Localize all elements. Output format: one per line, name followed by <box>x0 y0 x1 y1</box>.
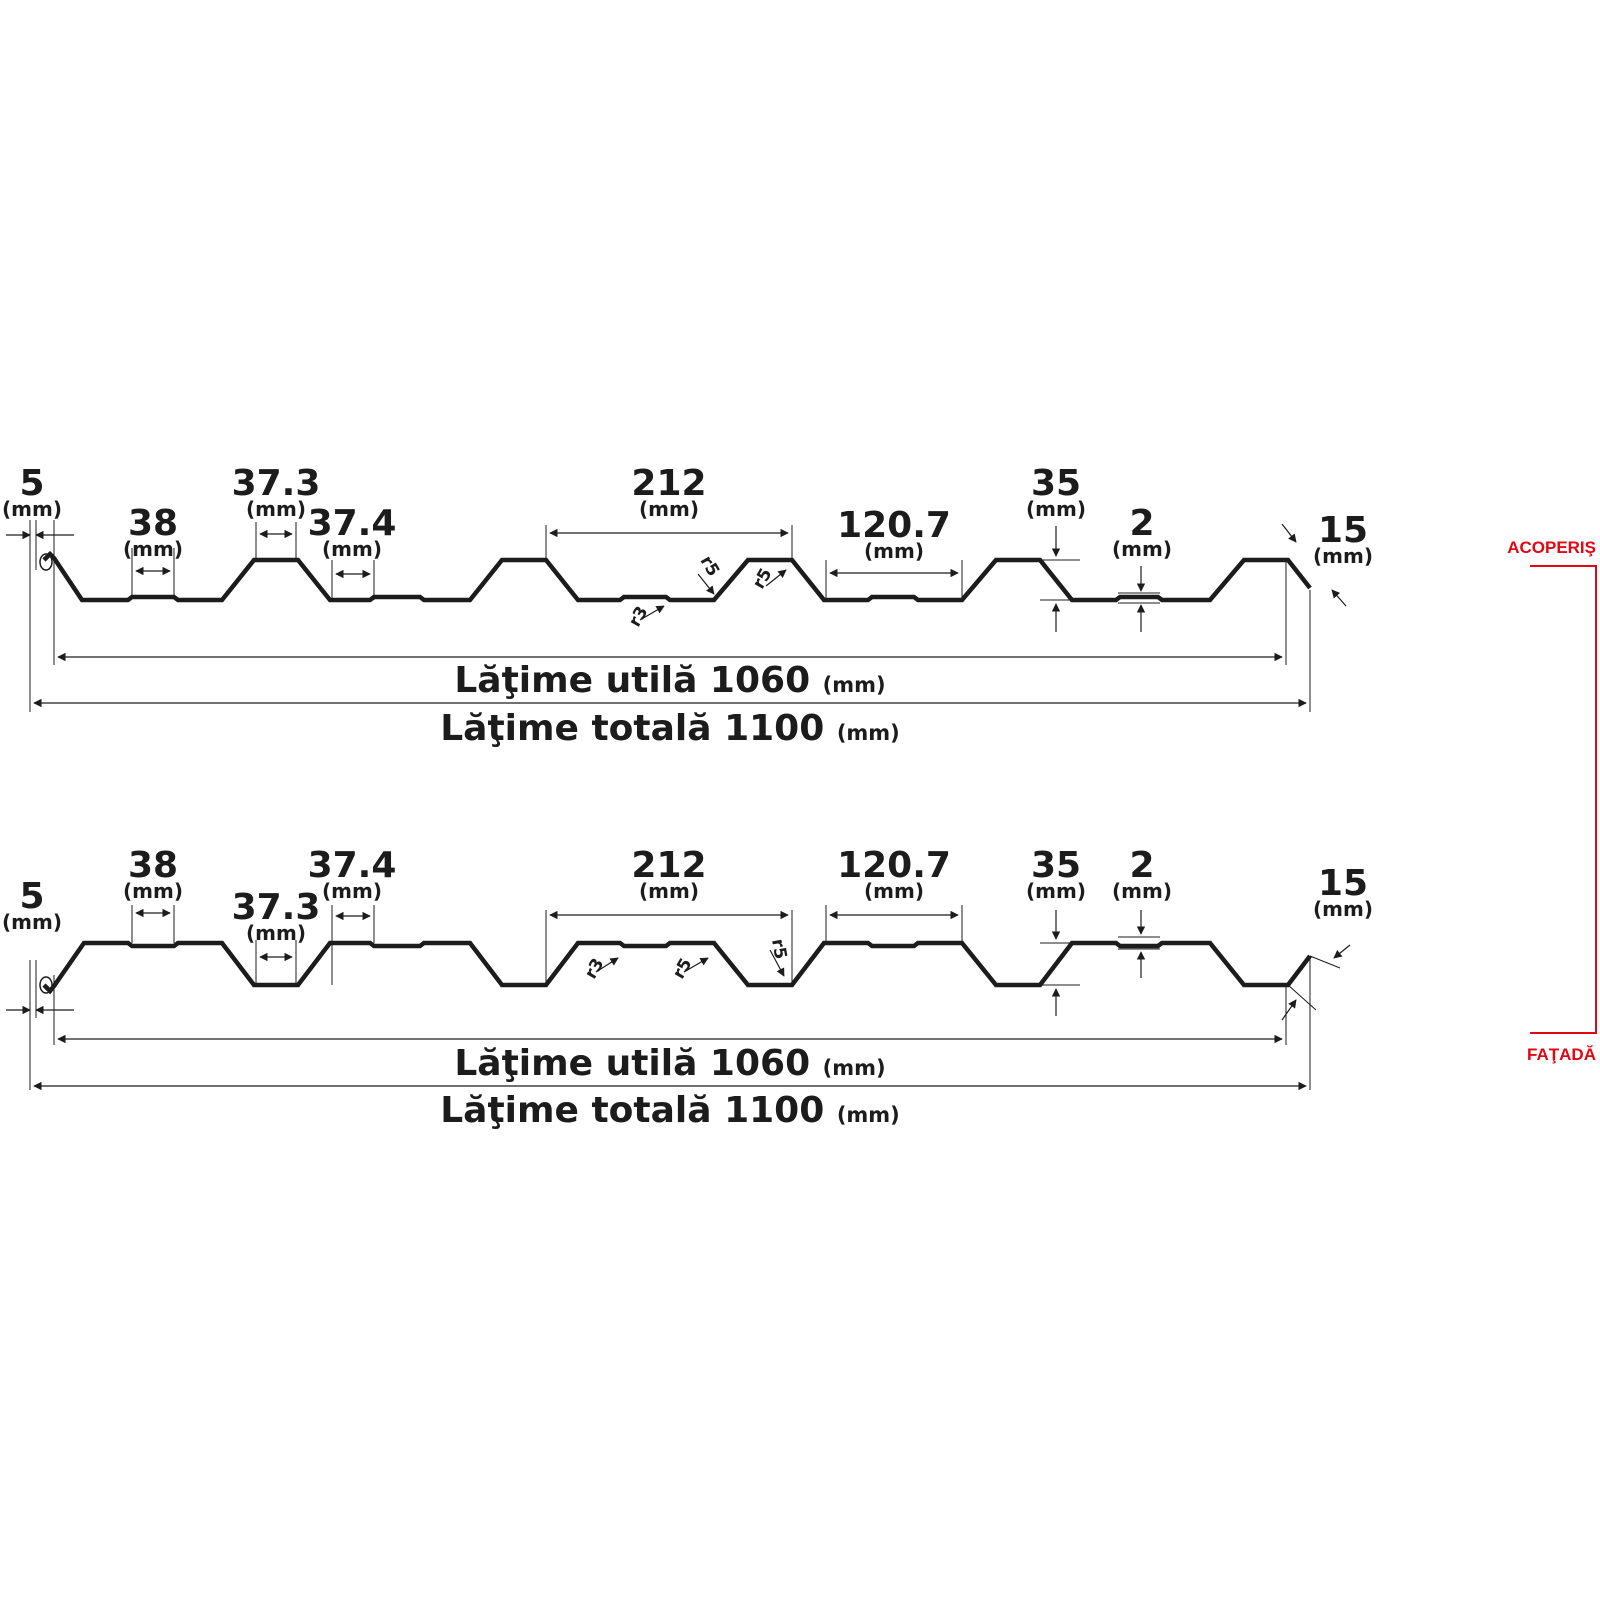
roof-radius-r3: r3 <box>625 603 652 631</box>
facade-dim-2: 2 <box>1129 845 1154 886</box>
overlap-detail-icon <box>39 553 53 571</box>
roof-dim-15: 15 <box>1318 510 1368 551</box>
facade-dim-37-4: 37.4 <box>308 845 397 886</box>
facade-dim-5: 5 <box>19 876 44 917</box>
facade-unit-38: (mm) <box>123 879 183 903</box>
roof-radius-r5-b: r5 <box>749 565 776 593</box>
roof-dim-120-7: 120.7 <box>837 505 951 546</box>
facade-total-width-label: Lăţime totală 1100 (mm) <box>440 1090 900 1131</box>
roof-unit-120-7: (mm) <box>864 539 924 563</box>
facade-radius-r5-b: r5 <box>767 937 790 960</box>
roof-unit-38: (mm) <box>123 537 183 561</box>
facade-unit-37-3: (mm) <box>246 921 306 945</box>
roof-unit-37-3: (mm) <box>246 497 306 521</box>
facade-dim-212: 212 <box>631 845 706 886</box>
red-bracket-line <box>1530 565 1597 1034</box>
roof-dim-37-4: 37.4 <box>308 503 397 544</box>
facade-unit-120-7: (mm) <box>864 879 924 903</box>
facade-dim-37-3: 37.3 <box>232 887 321 928</box>
roof-unit-2: (mm) <box>1112 537 1172 561</box>
label-acoperis: ACOPERIŞ <box>1507 538 1596 557</box>
facade-dim-38: 38 <box>128 845 178 886</box>
facade-radius-r3: r3 <box>581 955 608 983</box>
facade-profile-line <box>42 940 1312 995</box>
roof-dim-2: 2 <box>1129 503 1154 544</box>
roof-profile-group: 5 (mm) 38 (mm) 37.3 (mm) 37.4 (mm) 212 (… <box>2 463 1373 749</box>
facade-unit-5: (mm) <box>2 910 62 934</box>
facade-unit-2: (mm) <box>1112 879 1172 903</box>
facade-dim-15: 15 <box>1318 863 1368 904</box>
roof-dim-37-3: 37.3 <box>232 463 321 504</box>
facade-useful-width-label: Lăţime utilă 1060 (mm) <box>454 1043 885 1084</box>
facade-unit-35: (mm) <box>1026 879 1086 903</box>
facade-unit-37-4: (mm) <box>322 879 382 903</box>
roof-unit-37-4: (mm) <box>322 537 382 561</box>
roof-dim-212: 212 <box>631 463 706 504</box>
roof-total-width-label: Lăţime totală 1100 (mm) <box>440 708 900 749</box>
usage-bracket: ACOPERIŞ FAŢADĂ <box>1507 538 1597 1064</box>
roof-unit-5: (mm) <box>2 497 62 521</box>
label-fatada: FAŢADĂ <box>1527 1045 1596 1064</box>
roof-unit-35: (mm) <box>1026 497 1086 521</box>
roof-dim-35: 35 <box>1031 463 1081 504</box>
roof-profile-line <box>42 550 1312 603</box>
facade-unit-212: (mm) <box>639 879 699 903</box>
overlap-detail-icon <box>39 976 53 994</box>
facade-dim-120-7: 120.7 <box>837 845 951 886</box>
roof-unit-15: (mm) <box>1313 544 1373 568</box>
facade-profile-group: 5 (mm) 38 (mm) 37.3 (mm) 37.4 (mm) 212 (… <box>2 845 1373 1131</box>
roof-useful-width-label: Lăţime utilă 1060 (mm) <box>454 660 885 701</box>
roof-dim-38: 38 <box>128 503 178 544</box>
facade-unit-15: (mm) <box>1313 897 1373 921</box>
facade-dim-35: 35 <box>1031 845 1081 886</box>
roof-unit-212: (mm) <box>639 497 699 521</box>
facade-radius-r5-a: r5 <box>669 955 696 983</box>
roof-dim-5: 5 <box>19 463 44 504</box>
